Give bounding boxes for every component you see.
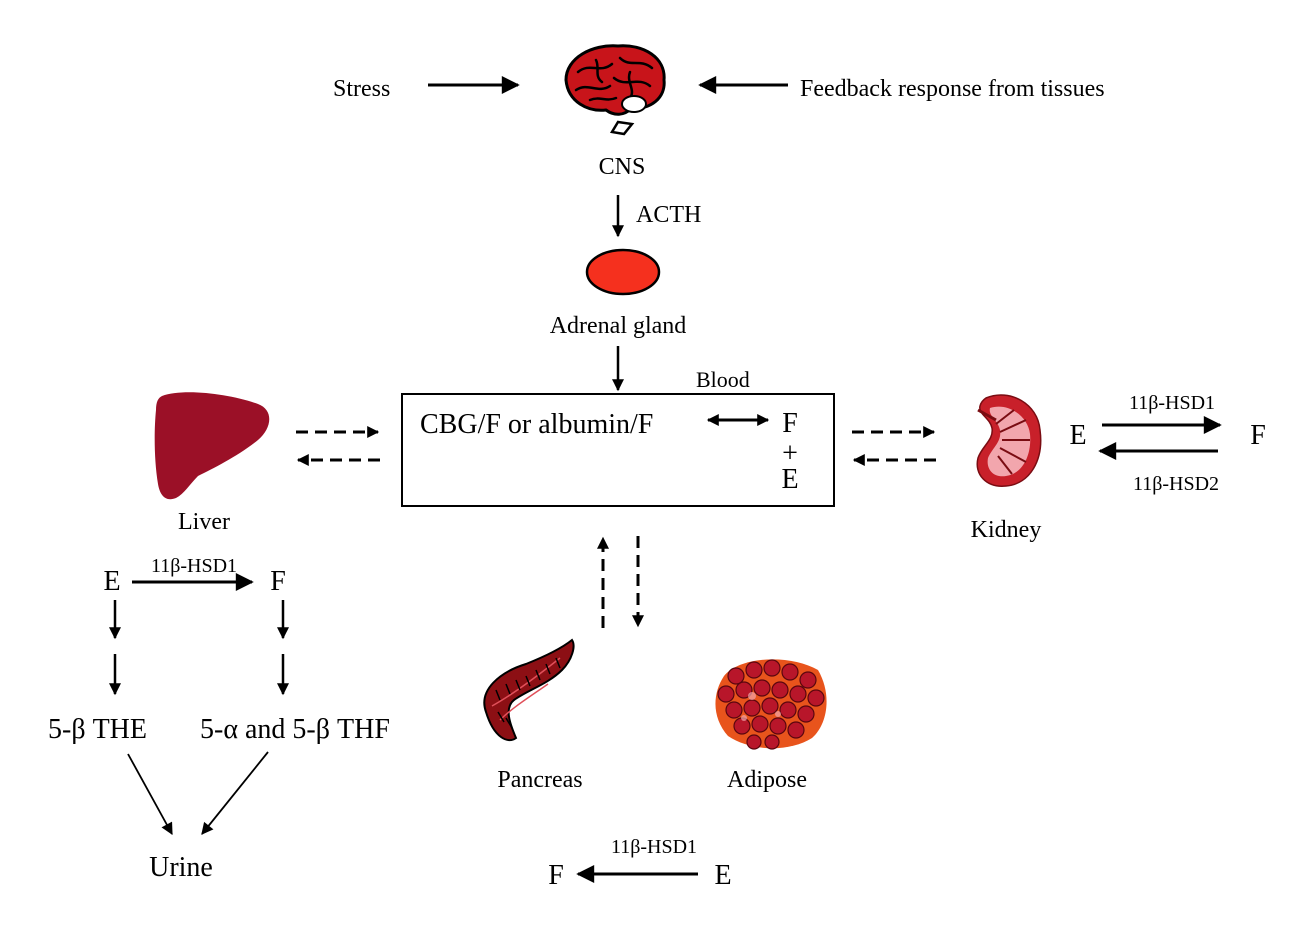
the-to-urine-arrow — [127, 753, 173, 836]
e-metabolite-label: 5-β THE — [48, 714, 147, 745]
liver-label: Liver — [178, 509, 230, 535]
stress-label: Stress — [333, 76, 390, 102]
adrenal-gland-icon — [585, 248, 661, 296]
liver-product-f: F — [270, 566, 286, 597]
liver-substrate-e: E — [103, 566, 120, 597]
cns-label: CNS — [599, 154, 646, 180]
tissue-product-f: F — [548, 860, 564, 891]
pancreas-label: Pancreas — [497, 767, 582, 793]
kidney-product-f: F — [1250, 420, 1266, 451]
kidney-forward-enzyme: 11β-HSD1 — [1129, 392, 1215, 414]
feedback-label: Feedback response from tissues — [800, 76, 1105, 102]
blood-label: Blood — [696, 367, 750, 392]
kidney-label: Kidney — [971, 517, 1042, 543]
blood-compartment — [401, 393, 835, 507]
f-metabolite-label: 5-α and 5-β THF — [200, 714, 390, 745]
tissue-enzyme-label: 11β-HSD1 — [611, 836, 697, 858]
thf-to-urine-arrow — [201, 751, 269, 835]
adipose-icon — [715, 659, 827, 750]
kidney-icon — [976, 394, 1042, 487]
free-e-label: E — [781, 464, 798, 495]
plus-label: + — [782, 438, 798, 469]
free-f-label: F — [782, 408, 798, 439]
urine-label: Urine — [149, 852, 213, 883]
adipose-label: Adipose — [727, 767, 807, 793]
liver-enzyme-label: 11β-HSD1 — [151, 555, 237, 577]
adrenal-gland-label: Adrenal gland — [550, 313, 687, 339]
blood-content-label: CBG/F or albumin/F — [420, 409, 653, 440]
brain-icon — [564, 44, 666, 136]
tissue-substrate-e: E — [714, 860, 731, 891]
liver-icon — [154, 392, 270, 500]
pancreas-icon — [483, 638, 575, 742]
kidney-substrate-e: E — [1069, 420, 1086, 451]
acth-label: ACTH — [636, 202, 701, 228]
kidney-reverse-enzyme: 11β-HSD2 — [1133, 473, 1219, 495]
